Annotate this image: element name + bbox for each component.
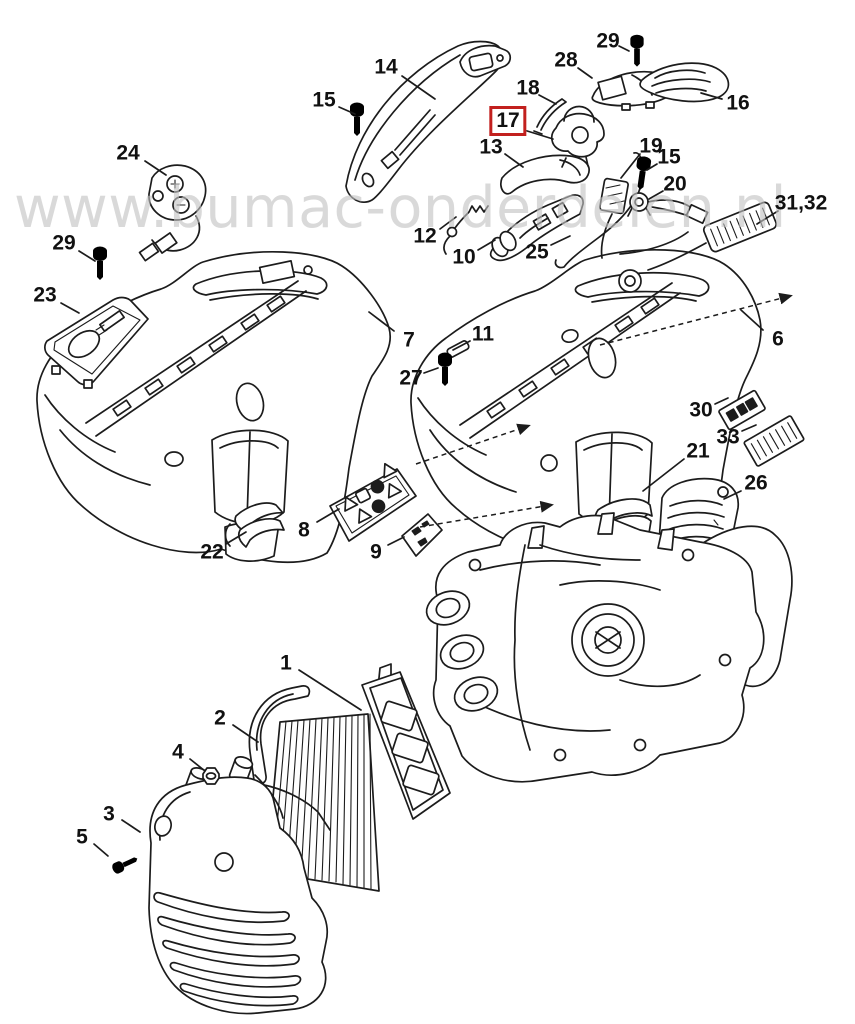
placement-arrow-3 xyxy=(599,292,793,346)
part-22-flap xyxy=(224,502,285,548)
leader-line-6 xyxy=(740,309,764,331)
leader-line-12 xyxy=(439,216,457,230)
part-17-choke-switch xyxy=(550,105,605,168)
part-29-screw-top xyxy=(630,34,644,67)
leader-line-27 xyxy=(423,367,439,374)
part-29-screw-left xyxy=(93,246,107,280)
placement-arrows xyxy=(415,292,793,528)
leader-line-9 xyxy=(387,536,405,546)
part-13-lever xyxy=(500,154,590,195)
leader-line-4 xyxy=(189,758,206,772)
part-30-sticker xyxy=(718,389,766,431)
leader-line-15 xyxy=(646,163,658,171)
watermark-text: www.bumac-onderdelen.nl xyxy=(14,175,787,241)
leader-line-29 xyxy=(618,45,630,52)
part-19-spring-clip xyxy=(599,177,629,259)
part-31-32-sticker xyxy=(647,201,778,271)
leader-line-3 xyxy=(121,819,141,833)
leader-line-18 xyxy=(538,94,557,105)
leader-line-15 xyxy=(338,106,356,115)
leader-line-22 xyxy=(225,531,247,545)
leader-line-11 xyxy=(452,340,471,351)
leader-line-23 xyxy=(60,302,80,314)
leader-line-20 xyxy=(648,190,664,200)
part-9-sticker xyxy=(401,513,443,557)
part-10-trigger-assembly xyxy=(489,194,584,262)
part-16-handle-wing xyxy=(639,62,730,103)
leader-line-24 xyxy=(144,160,167,176)
engine-housing xyxy=(425,512,793,783)
leader-line-26 xyxy=(723,490,742,500)
wiring-harness xyxy=(619,199,709,255)
leader-line-7 xyxy=(368,311,395,332)
part-24-switch-contact xyxy=(138,164,207,262)
leader-line-17 xyxy=(523,129,554,140)
part-33-sticker xyxy=(743,415,805,467)
leader-line-5 xyxy=(93,843,109,857)
part-20-bushing xyxy=(627,192,651,217)
leader-line-29 xyxy=(78,250,96,262)
part-4-nut xyxy=(202,767,220,785)
leader-line-31-32 xyxy=(756,210,779,225)
leader-line-10 xyxy=(477,239,496,251)
leader-line-28 xyxy=(577,67,593,79)
leader-line-19 xyxy=(620,153,641,179)
leader-line-1 xyxy=(298,669,362,711)
part-18-rod xyxy=(533,98,567,135)
leader-line-25 xyxy=(550,235,571,246)
part-1-filter-frame xyxy=(361,663,451,820)
leader-line-33 xyxy=(741,424,757,432)
part-12-spring xyxy=(443,205,489,255)
leader-line-2 xyxy=(232,724,259,743)
part-3-louver-cover xyxy=(148,756,331,1015)
placement-arrow-2 xyxy=(419,500,554,528)
part-15-screw-top xyxy=(350,102,364,136)
placement-arrow-1 xyxy=(415,423,531,465)
leader-line-14 xyxy=(401,75,436,100)
part-14-handle-molding xyxy=(345,40,512,204)
leader-lines xyxy=(60,45,779,857)
leader-line-21 xyxy=(642,458,685,492)
leader-line-30 xyxy=(714,397,729,405)
part-23-cover-plate xyxy=(44,296,149,389)
leader-line-13 xyxy=(504,153,524,168)
part-8-safety-sticker xyxy=(329,462,417,542)
leader-line-8 xyxy=(316,508,340,523)
part-5-screw xyxy=(110,853,140,875)
leader-line-16 xyxy=(700,92,723,100)
